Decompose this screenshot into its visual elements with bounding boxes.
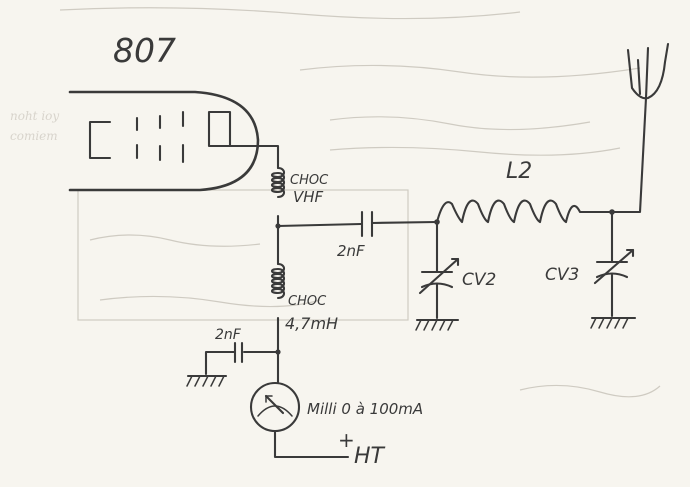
- cv3-variable-capacitor: [593, 248, 635, 285]
- ammeter-icon: [249, 381, 301, 433]
- wire: [273, 429, 350, 459]
- bleed-through-background: noht ioy comiem: [10, 7, 661, 398]
- choke-vhf-label-line2: VHF: [293, 188, 324, 206]
- choke-4-7mh-label-line2: 4,7mH: [285, 314, 338, 333]
- cv3-label: CV3: [545, 265, 579, 285]
- wire: [276, 222, 363, 228]
- svg-text:noht ioy: noht ioy: [10, 109, 59, 123]
- coupling-capacitor-label: 2nF: [337, 242, 365, 260]
- choke-vhf-label-line1: CHOC: [290, 173, 329, 188]
- wire: [370, 220, 439, 225]
- decoupling-capacitor: [233, 341, 244, 364]
- tube-envelope: [68, 90, 280, 192]
- l2-label: L2: [506, 159, 532, 184]
- cv2-label: CV2: [462, 270, 496, 290]
- cv2-ground-icon: [415, 318, 460, 331]
- cv3-ground-icon: [590, 316, 637, 329]
- svg-text:comiem: comiem: [10, 129, 58, 143]
- ht-label: HT: [354, 444, 386, 469]
- meter-label: Milli 0 à 100mA: [307, 400, 423, 418]
- choke-vhf-inductor: [270, 166, 286, 199]
- wire: [204, 350, 236, 376]
- choke-4-7mh-inductor: [270, 262, 286, 300]
- tube-label: 807: [113, 31, 176, 70]
- decoupling-capacitor-label: 2nF: [215, 327, 242, 343]
- ht-plus-sign: +: [338, 428, 355, 452]
- cv2-variable-capacitor: [418, 257, 460, 295]
- antenna-icon: [610, 42, 670, 214]
- coupling-capacitor: [360, 210, 374, 238]
- decoupling-ground-icon: [186, 374, 228, 387]
- choke-4-7mh-label-line1: CHOC: [288, 294, 327, 309]
- l2-inductor: [435, 199, 614, 224]
